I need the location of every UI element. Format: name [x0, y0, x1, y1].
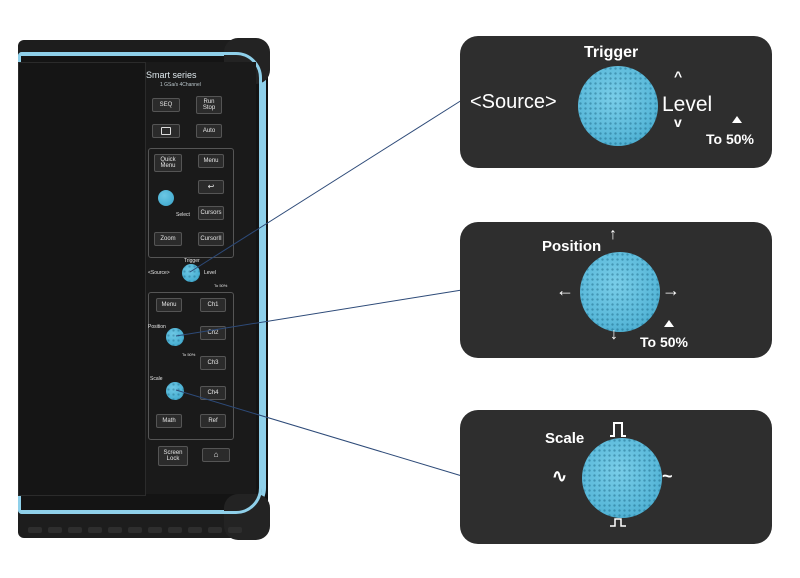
scale-knob[interactable] — [166, 382, 184, 400]
position-to50-label: To 50% — [640, 334, 688, 350]
ch2-button[interactable]: Ch2 — [200, 326, 226, 340]
position-knob-large — [580, 252, 660, 332]
ref-button[interactable]: Ref — [200, 414, 226, 428]
pulse-wide-icon — [610, 422, 626, 437]
push-icon-position — [664, 320, 674, 327]
position-up-arrow-icon: ↑ — [609, 226, 617, 243]
grip-texture — [28, 520, 258, 534]
position-down-arrow-icon: ↓ — [610, 326, 618, 343]
home-icon: ⌂ — [213, 450, 219, 459]
source-label-small: <Source> — [148, 270, 170, 276]
ch1-button[interactable]: Ch1 — [200, 298, 226, 312]
trigger-to50-label: To 50% — [706, 131, 754, 147]
zoom-button[interactable]: Zoom — [154, 232, 182, 246]
screen-lock-button[interactable]: Screen Lock — [158, 446, 188, 466]
ch4-button[interactable]: Ch4 — [200, 386, 226, 400]
brand-label: Smart series — [146, 70, 197, 80]
menu-button[interactable]: Menu — [198, 154, 224, 168]
ch3-button[interactable]: Ch3 — [200, 356, 226, 370]
camera-icon — [161, 127, 171, 135]
trigger-source-label: <Source> — [470, 91, 557, 113]
position-label-small: Position — [148, 324, 166, 330]
screenshot-button[interactable] — [152, 124, 180, 138]
scale-knob-large — [582, 438, 662, 518]
trigger-knob[interactable] — [182, 264, 200, 282]
back-button[interactable]: ↩ — [198, 180, 224, 194]
trigger-knob-large — [578, 66, 658, 146]
to50-label-small: To 50% — [214, 283, 228, 288]
trigger-level-label: Level — [662, 93, 713, 116]
trigger-title: Trigger — [584, 44, 639, 61]
level-up-icon: ^ — [674, 68, 683, 84]
run-stop-button[interactable]: Run Stop — [196, 96, 222, 114]
wave-dense-icon: ∿ — [552, 466, 568, 486]
position-right-arrow-icon: → — [662, 280, 680, 300]
position-title: Position — [542, 238, 602, 255]
brand-subtitle: 1 GSa/s 4Channel — [160, 82, 201, 88]
math-button[interactable]: Math — [156, 414, 182, 428]
level-down-icon: v — [674, 114, 682, 130]
select-label: Select — [176, 212, 190, 218]
scale-label-small: Scale — [150, 376, 163, 382]
select-knob[interactable] — [158, 190, 174, 206]
home-button[interactable]: ⌂ — [202, 448, 230, 462]
cursor-ii-button[interactable]: CursorII — [198, 232, 224, 246]
level-label-small: Level — [204, 270, 216, 276]
quick-menu-button[interactable]: Quick Menu — [154, 154, 182, 172]
seq-button[interactable]: SEQ — [152, 98, 180, 112]
position-knob[interactable] — [166, 328, 184, 346]
channel-menu-button[interactable]: Menu — [156, 298, 182, 312]
display-screen — [18, 62, 146, 496]
push-icon-trigger — [732, 116, 742, 123]
back-arrow-icon: ↩ — [207, 182, 215, 191]
scale-title: Scale — [545, 430, 585, 447]
position-to50-label-small: To 50% — [182, 352, 196, 357]
auto-button[interactable]: Auto — [196, 124, 222, 138]
cursors-button[interactable]: Cursors — [198, 206, 224, 220]
wave-sparse-icon: ~ — [662, 466, 673, 486]
pulse-narrow-icon — [610, 518, 626, 527]
position-left-arrow-icon: ← — [556, 280, 574, 300]
